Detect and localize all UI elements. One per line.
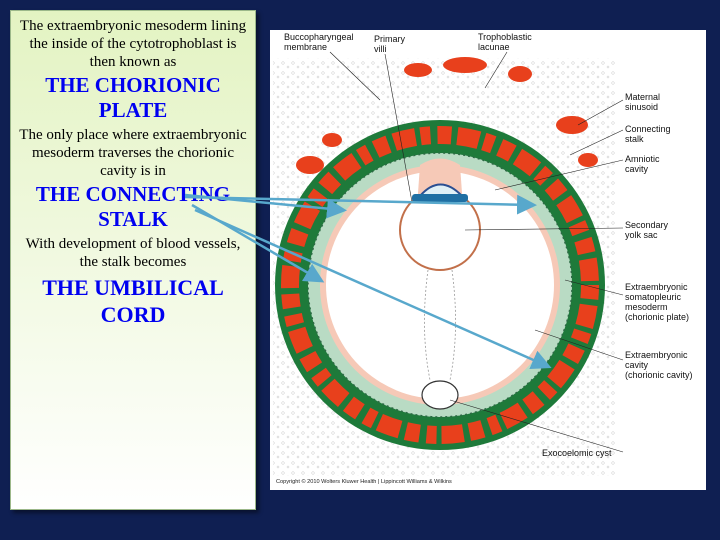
label-connecting-stalk: Connecting stalk [625, 124, 671, 144]
chorionic-plate-intro: The extraembryonic mesoderm lining the i… [19, 18, 247, 70]
umbilical-cord-intro: With development of blood vessels, the s… [25, 236, 241, 270]
copyright-notice: Copyright © 2010 Wolters Kluwer Health |… [276, 479, 452, 485]
exocoelomic-cyst [421, 380, 459, 410]
label-secondary-yolk-sac: Secondary yolk sac [625, 220, 669, 240]
label-trophoblastic-lacunae: Trophoblastic lacunae [478, 32, 532, 52]
maternal-sinusoids [296, 57, 598, 174]
label-buccopharyngeal-membrane: Buccopharyngeal membrane [284, 32, 354, 52]
label-exocoelomic-cyst: Exocoelomic cyst [542, 448, 612, 458]
connecting-stalk-intro: The only place where extraembryonic meso… [19, 127, 247, 179]
umbilical-cord-heading: THE UMBILICAL CORD [42, 275, 224, 327]
embryonic-disc [412, 194, 468, 202]
label-somatopleuric-mesoderm: Extraembryonic somatopleuric mesoderm (c… [625, 282, 690, 322]
text-panel: The extraembryonic mesoderm lining the i… [10, 10, 256, 510]
label-primary-villi: Primary villi [374, 34, 405, 54]
leader-lines [329, 51, 624, 453]
embryo-diagram: Buccopharyngeal membrane Primary villi T… [270, 30, 706, 490]
chorionic-plate-heading: THE CHORIONIC PLATE [45, 73, 221, 122]
connecting-stalk-heading: THE CONNECTING STALK [35, 182, 231, 231]
label-extraembryonic-cavity: Extraembryonic cavity (chorionic cavity) [625, 350, 693, 380]
label-amniotic-cavity: Amniotic cavity [625, 154, 660, 174]
label-maternal-sinusoid: Maternal sinusoid [625, 92, 661, 112]
